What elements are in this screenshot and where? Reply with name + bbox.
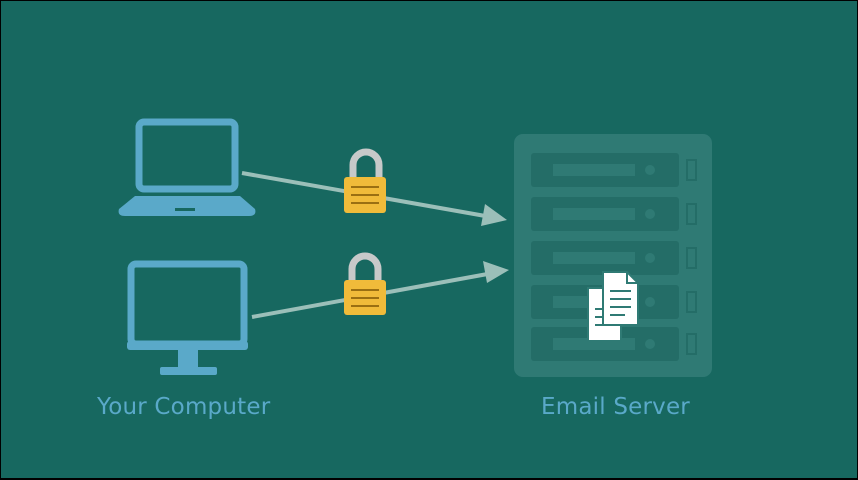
laptop-icon — [118, 118, 256, 216]
desktop-monitor-icon — [127, 260, 248, 375]
padlock-icon — [344, 252, 386, 315]
padlock-icon — [344, 148, 386, 213]
email-server-label: Email Server — [541, 394, 690, 420]
server-unit — [531, 153, 697, 187]
server-unit — [531, 241, 697, 275]
documents-icon — [587, 271, 639, 342]
your-computer-label: Your Computer — [97, 394, 271, 420]
server-unit — [531, 197, 697, 231]
